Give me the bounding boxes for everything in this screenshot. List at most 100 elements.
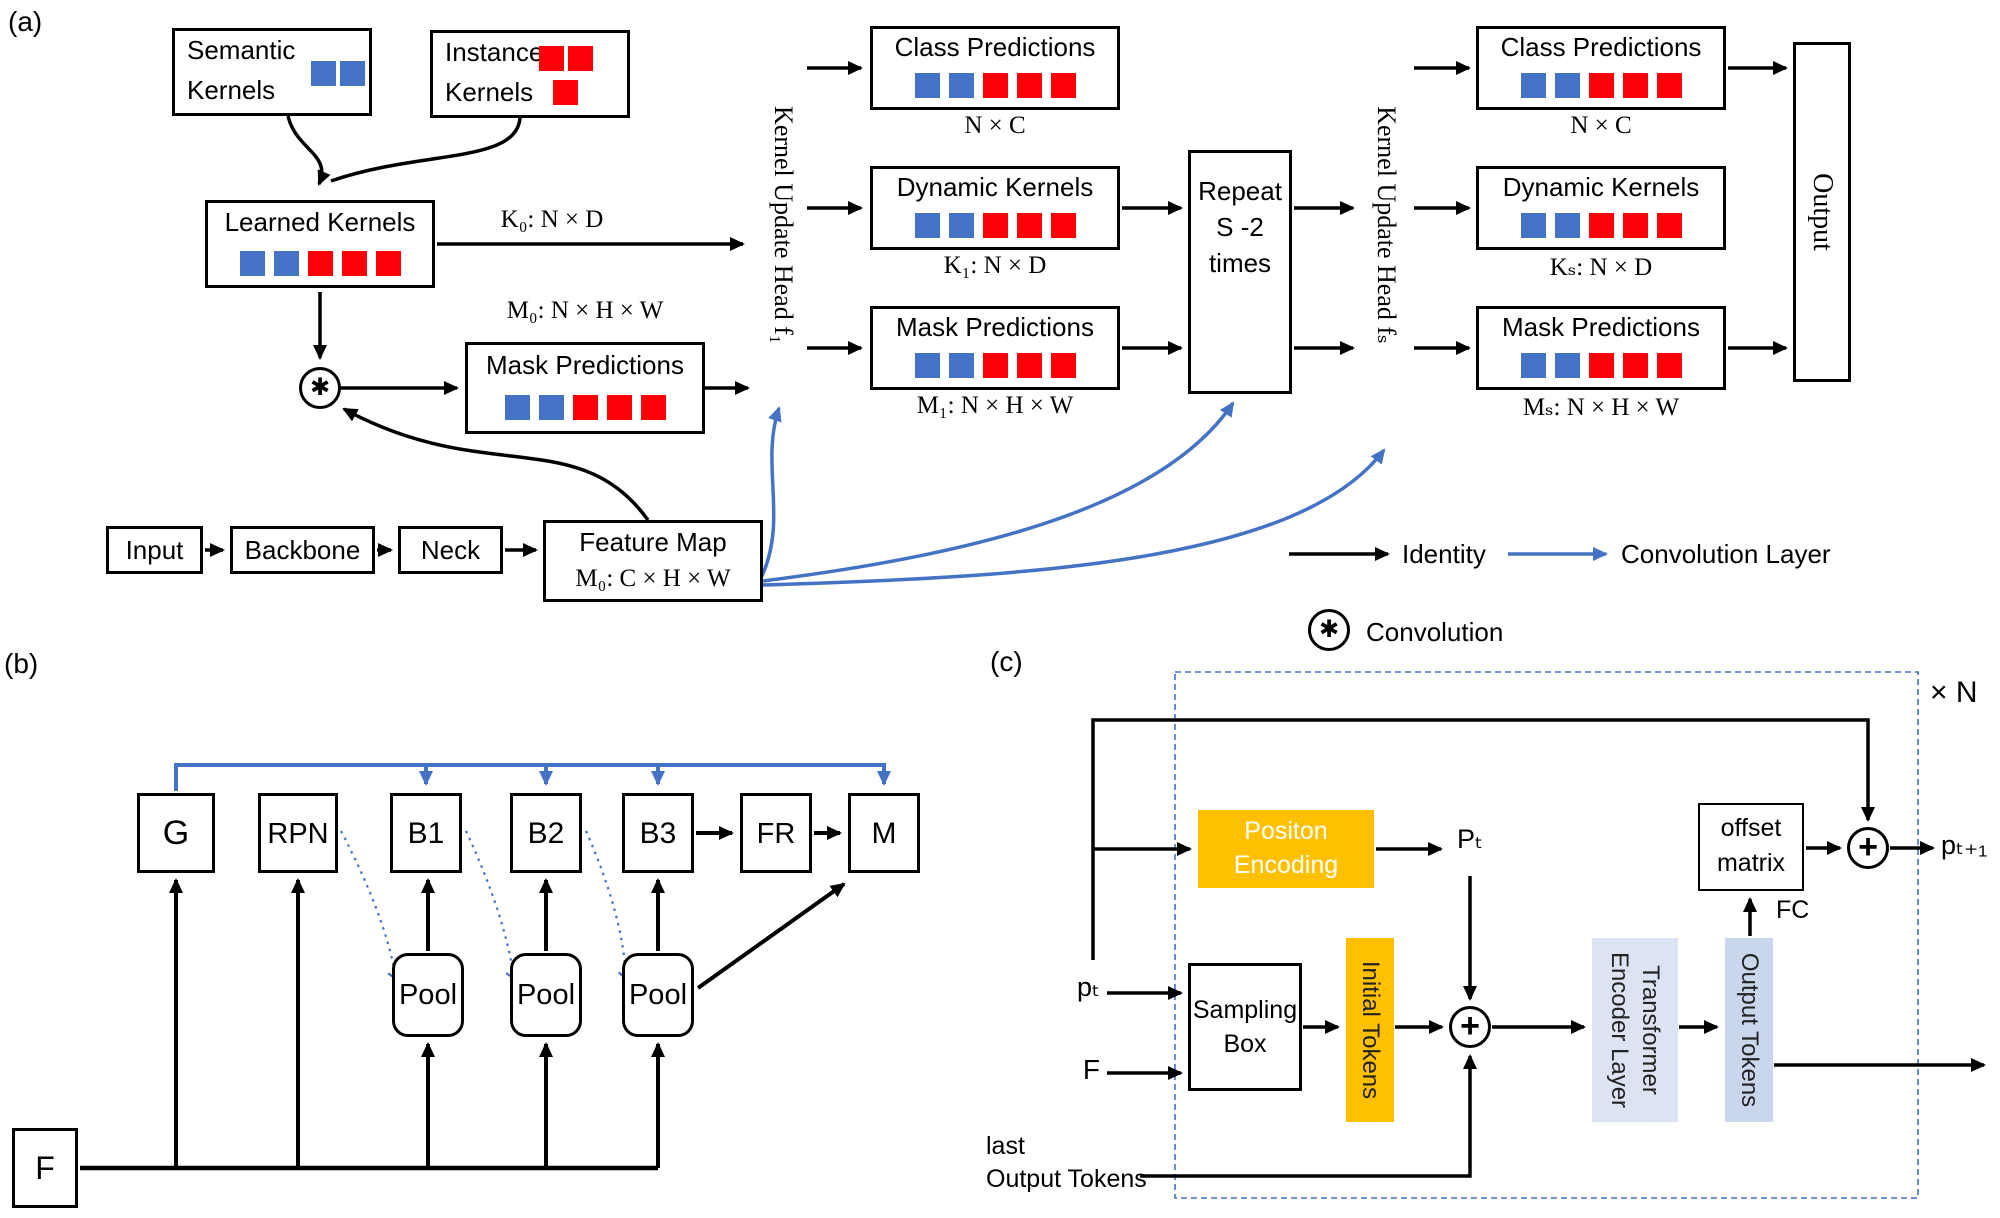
b-box-M: M <box>848 793 920 873</box>
f-input-label: F <box>1082 1054 1100 1085</box>
featuremap-to-conv-curve <box>342 407 650 522</box>
panel-a-black-arrows <box>205 61 1788 557</box>
kernel-update-head-s-label: Kernel Update Head fₛ <box>1372 106 1401 344</box>
mask-predictions-0-box: Mask Predictions <box>465 342 705 434</box>
asterisk-icon: ✱ <box>1318 616 1340 643</box>
c-dashed-border <box>1174 671 1919 1199</box>
semantic-kernels-line1: Semantic <box>187 35 296 65</box>
instance-to-learned-arrow <box>330 117 522 183</box>
mask-predictions-1-dim: M₁: N × H × W <box>916 392 1074 419</box>
panel-a-label: (a) <box>8 6 43 37</box>
offset-add-operator: + <box>1847 827 1889 869</box>
semantic-to-learned-arrow <box>286 115 331 186</box>
b-top-blue-line <box>174 763 891 791</box>
dynamic-kernels-1-box: Dynamic Kernels <box>870 166 1120 250</box>
offset-matrix-box: offset matrix <box>1698 803 1804 891</box>
legend-convolution-label: Convolution <box>1366 617 1504 647</box>
semantic-kernels-box: Semantic Kernels <box>172 28 372 116</box>
dynamic-kernels-1-squares <box>873 213 1117 238</box>
offset-matrix-line2: matrix <box>1716 849 1786 877</box>
b-box-G: G <box>137 793 215 873</box>
Pt-label: Pₜ <box>1457 824 1483 854</box>
class-predictions-1-dim: N × C <box>964 112 1026 139</box>
dynamic-kernels-1-dim: K₁: N × D <box>943 252 1047 279</box>
repeat-box: Repeat S -2 times <box>1188 150 1292 394</box>
last-output-tokens-line2: Output Tokens <box>986 1165 1147 1193</box>
plus-icon: + <box>1460 1006 1480 1045</box>
feature-map-title: Feature Map <box>579 527 727 557</box>
last-tokens-route <box>1140 1054 1477 1178</box>
m0-dim-label: M₀: N × H × W <box>506 297 664 324</box>
b-pool-2: Pool <box>510 953 582 1037</box>
instance-kernel-squares-row1 <box>539 46 593 71</box>
mask-predictions-s-title: Mask Predictions <box>1502 312 1700 342</box>
position-encoding-line2: Encoding <box>1233 851 1339 879</box>
kernel-update-head-s: Kernel Update Head fₛ <box>1360 18 1412 432</box>
offset-matrix-line1: offset <box>1720 814 1782 842</box>
output-box-label: Output <box>1807 173 1838 251</box>
sampling-box-line2: Box <box>1223 1030 1267 1058</box>
fc-label: FC <box>1776 896 1810 924</box>
plus-icon: + <box>1858 827 1878 866</box>
class-predictions-1-box: Class Predictions <box>870 26 1120 110</box>
repeat-line2: S -2 <box>1216 212 1264 242</box>
b-box-B2: B2 <box>510 793 582 873</box>
transformer-line1: Transformer <box>1637 965 1664 1095</box>
panel-b-connectors <box>80 763 891 1171</box>
legend-convlayer-label: Convolution Layer <box>1621 539 1831 569</box>
mask-predictions-1-title: Mask Predictions <box>896 312 1094 342</box>
b-pool-3: Pool <box>622 953 694 1037</box>
mask-predictions-s-squares <box>1479 353 1723 378</box>
transformer-line2: Encoder Layer <box>1606 951 1633 1109</box>
repeat-line3: times <box>1208 248 1272 278</box>
mask-predictions-s-box: Mask Predictions <box>1476 306 1726 390</box>
panel-c-label: (c) <box>990 646 1023 677</box>
class-predictions-s-squares <box>1479 73 1723 98</box>
transformer-encoder-box: Transformer Encoder Layer <box>1592 938 1678 1122</box>
semantic-kernels-line2: Kernels <box>187 75 276 105</box>
pt-input-label: pₜ <box>1077 972 1100 1002</box>
pool3-to-m-arrow <box>696 882 846 990</box>
dynamic-kernels-s-title: Dynamic Kernels <box>1502 172 1700 202</box>
backbone-box: Backbone <box>230 526 375 574</box>
output-tokens-box: Output Tokens <box>1725 938 1773 1122</box>
sampling-box: Sampling Box <box>1188 963 1302 1091</box>
output-box: Output <box>1793 42 1851 382</box>
legend-identity-label: Identity <box>1402 539 1486 569</box>
b-box-FR: FR <box>740 793 812 873</box>
repeat-n-label: × N <box>1930 676 1978 709</box>
output-tokens-label: Output Tokens <box>1736 952 1764 1108</box>
panel-b-label: (b) <box>4 648 39 679</box>
convolution-operator: ✱ <box>299 367 341 409</box>
repeat-line1: Repeat <box>1198 176 1282 206</box>
kernel-update-head-1: Kernel Update Head f₁ <box>757 18 809 432</box>
transformer-encoder-label: Transformer Encoder Layer <box>1604 952 1666 1108</box>
b2-to-pool3-dotted <box>584 830 634 981</box>
pt-plus-1-label: pₜ₊₁ <box>1941 830 1988 860</box>
dynamic-kernels-s-squares <box>1479 213 1723 238</box>
dynamic-kernels-s-box: Dynamic Kernels <box>1476 166 1726 250</box>
learned-kernels-title: Learned Kernels <box>224 207 416 237</box>
input-box: Input <box>106 526 203 574</box>
dynamic-kernels-1-title: Dynamic Kernels <box>896 172 1094 202</box>
class-predictions-1-title: Class Predictions <box>894 32 1096 62</box>
b-pool-1: Pool <box>392 953 464 1037</box>
token-add-operator: + <box>1449 1006 1491 1048</box>
b-box-RPN: RPN <box>258 793 338 873</box>
kernel-update-head-1-label: Kernel Update Head f₁ <box>769 106 798 344</box>
instance-kernels-line2: Kernels <box>445 77 534 107</box>
instance-kernels-box: Instance Kernels <box>430 30 630 118</box>
featuremap-to-repeat-curve <box>762 401 1235 583</box>
mask-predictions-1-squares <box>873 353 1117 378</box>
pt-top-route <box>1091 718 1875 960</box>
dynamic-kernels-s-dim: Kₛ: N × D <box>1549 254 1653 281</box>
mask-predictions-1-box: Mask Predictions <box>870 306 1120 390</box>
initial-tokens-label: Initial Tokens <box>1357 960 1384 1100</box>
instance-kernel-squares-row2 <box>553 80 578 105</box>
learned-kernel-squares <box>208 251 432 276</box>
class-predictions-s-title: Class Predictions <box>1500 32 1702 62</box>
learned-kernels-box: Learned Kernels <box>205 200 435 288</box>
legend-convolution-symbol: ✱ <box>1308 609 1350 651</box>
